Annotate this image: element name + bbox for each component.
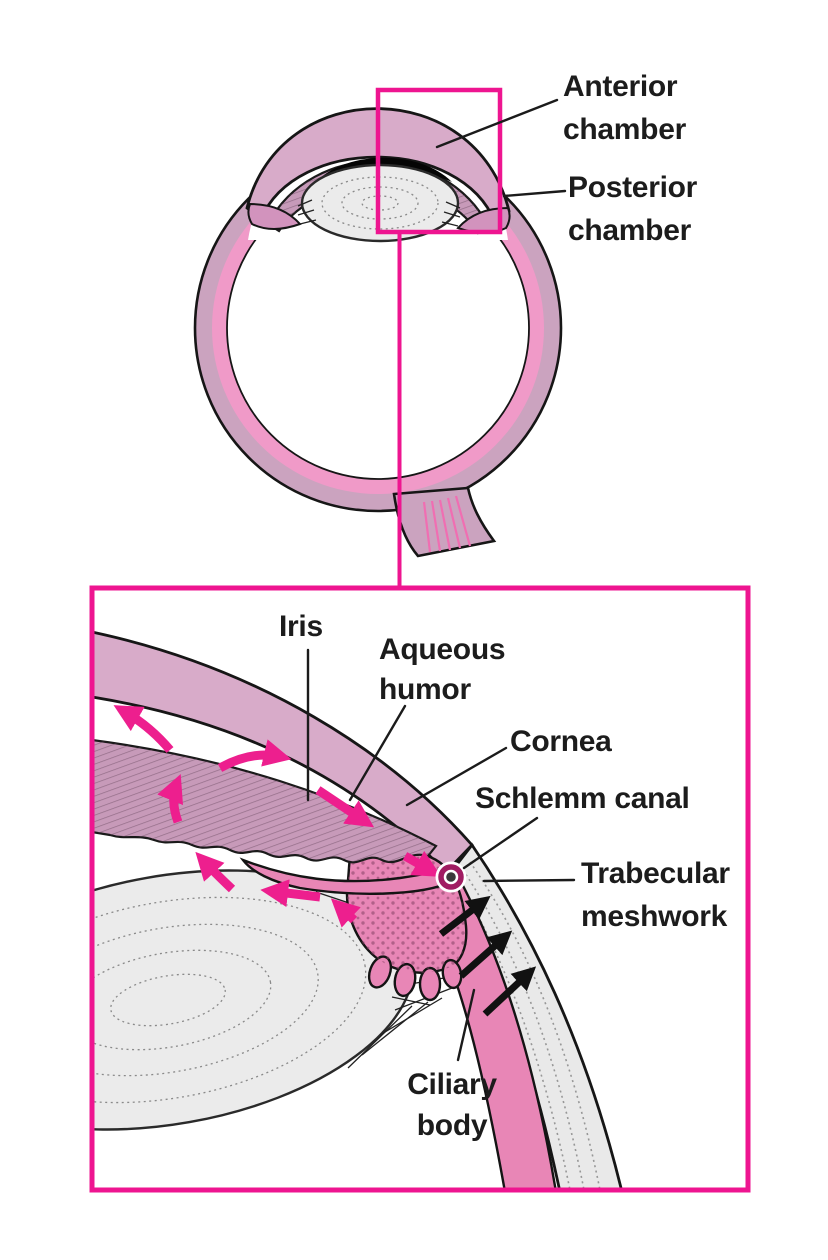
outflow-arrow <box>482 966 537 1017</box>
flow-arrow-into-schlemm <box>402 850 442 877</box>
nerve-fiber <box>438 499 452 551</box>
flow-arrow-small-up-left <box>330 898 361 928</box>
lens-ring <box>94 896 367 1104</box>
outflow-arrows <box>438 895 537 1017</box>
flow-arrow-up-left <box>113 705 174 753</box>
ciliary-wedge-left <box>247 202 302 230</box>
lens-ring <box>94 923 319 1077</box>
lens-ring <box>94 949 272 1051</box>
lens-ring <box>110 973 226 1027</box>
anterior-chamber-leader <box>435 98 559 149</box>
schlemm-canal <box>435 861 467 893</box>
magnifier-rect <box>375 87 503 235</box>
ciliary-body-leader <box>456 988 476 1062</box>
cornea-label: Cornea <box>510 725 612 758</box>
panel-border <box>89 585 751 1193</box>
nerve-fiber <box>446 497 462 549</box>
schlemm-canal-leader <box>462 816 539 870</box>
posterior-chamber-leader <box>502 189 567 198</box>
ciliary-process <box>418 966 442 1002</box>
aqueous-humor-leader <box>348 704 407 802</box>
trabecular-meshwork-leader <box>482 878 576 883</box>
aqueous-flow-arrows <box>113 705 442 928</box>
iris-texture-detail <box>94 740 436 863</box>
schlemm-canal-label: Schlemm canal <box>475 782 690 815</box>
schlemm-ring <box>438 864 464 890</box>
panel-drawing <box>94 631 623 1188</box>
iris-label: Iris <box>279 610 323 643</box>
sclera-stripe <box>469 861 601 1188</box>
nerve-fiber <box>454 495 472 547</box>
outflow-arrow <box>458 930 513 979</box>
schlemm-lumen <box>446 872 456 882</box>
flow-arrow-up <box>157 773 184 824</box>
flow-arrow-left <box>260 879 321 908</box>
flow-arrow-down-right <box>315 786 375 828</box>
flow-arrow-through-pupil <box>195 851 236 893</box>
flow-arrow-right <box>217 739 292 772</box>
iris-detail <box>94 739 438 864</box>
optic-nerve <box>392 486 497 558</box>
zonule-ticks <box>297 199 461 227</box>
cornea-leader <box>405 746 508 807</box>
nerve-fiber <box>430 500 442 552</box>
outflow-arrow <box>438 895 491 937</box>
nerve-fiber <box>422 501 432 553</box>
